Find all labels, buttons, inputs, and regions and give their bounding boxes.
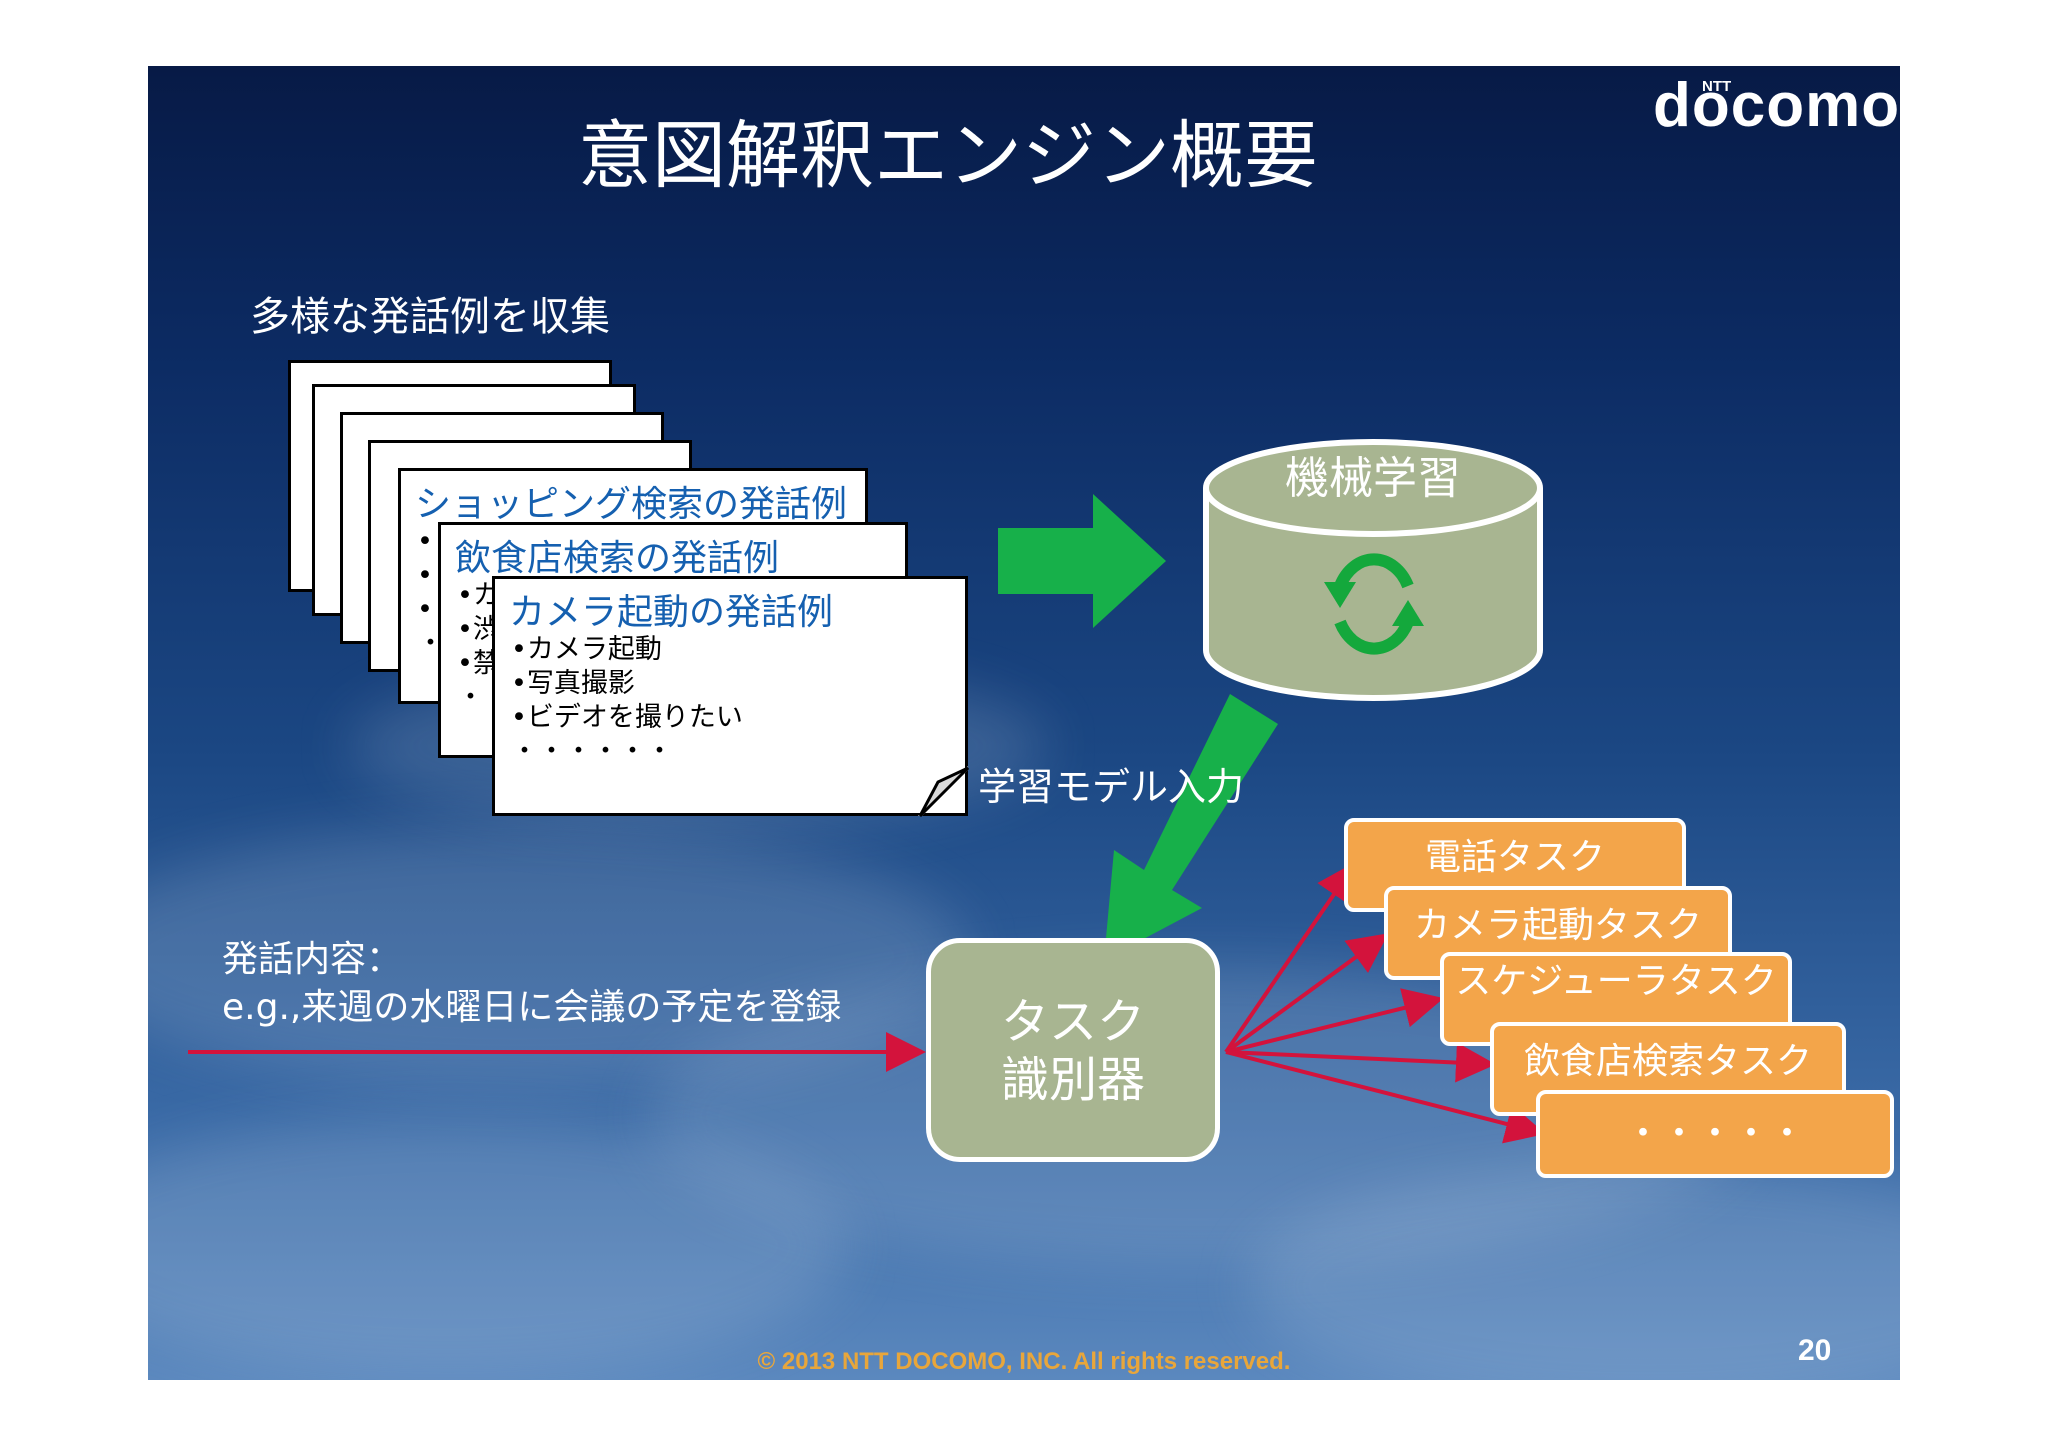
green-arrow-right xyxy=(998,494,1166,628)
classifier-label-line: タスク xyxy=(1000,994,1145,1050)
collect-heading: 多様な発話例を収集 xyxy=(250,294,610,340)
model-input-label: 学習モデル入力 xyxy=(978,765,1245,809)
input-label: 発話内容： xyxy=(222,939,403,980)
slide: 意図解釈エンジン概要 NTT docomo 多様な発話例を収集 ショッピング検索… xyxy=(148,66,1900,1380)
task-arrow xyxy=(1225,1042,1496,1083)
task-arrow xyxy=(1225,1050,1546,1144)
card-item: • xyxy=(417,560,433,591)
machine-learning-label: 機械学習 xyxy=(1285,453,1461,504)
cloud xyxy=(148,826,968,1086)
task-arrow xyxy=(1224,933,1389,1054)
page-curl-icon xyxy=(918,766,970,818)
page-number: 20 xyxy=(1798,1334,1832,1367)
card-item: •ビデオを撮りたい xyxy=(511,702,743,733)
task-arrow xyxy=(1225,988,1444,1054)
refresh-cycle-icon xyxy=(1324,553,1424,655)
input-example: e.g.,来週の水曜日に会議の予定を登録 xyxy=(222,987,842,1028)
ntt-logo-text: NTT xyxy=(1702,78,1732,95)
card-item: •写真撮影 xyxy=(511,668,635,699)
task-arrow xyxy=(1224,861,1357,1054)
copyright: © 2013 NTT DOCOMO, INC. All rights reser… xyxy=(757,1348,1291,1375)
docomo-logo: docomo xyxy=(1653,71,1900,140)
card-item: •カメラ起動 xyxy=(511,634,662,665)
card-title: カメラ起動の発話例 xyxy=(509,592,834,633)
more-tasks: ・・・・・ xyxy=(1536,1090,1894,1178)
cloud xyxy=(148,1116,848,1376)
task-classifier: タスク 識別器 xyxy=(926,938,1220,1162)
camera-examples-card: カメラ起動の発話例 •カメラ起動 •写真撮影 •ビデオを撮りたい ・・・・・・ xyxy=(492,576,968,816)
input-utterance: 発話内容： e.g.,来週の水曜日に会議の予定を登録 xyxy=(222,936,841,1032)
card-item: • xyxy=(417,526,433,557)
card-title: 飲食店検索の発話例 xyxy=(455,538,780,579)
card-item: • xyxy=(417,594,433,625)
machine-learning-database xyxy=(1203,439,1543,701)
card-item: ・・・・・・ xyxy=(511,736,673,767)
classifier-label-line: 識別器 xyxy=(1000,1052,1145,1108)
red-arrows xyxy=(188,861,1546,1144)
card-title: ショッピング検索の発話例 xyxy=(415,484,848,525)
green-arrow-model-input xyxy=(1104,694,1278,960)
slide-title: 意図解釈エンジン概要 xyxy=(578,113,1318,199)
